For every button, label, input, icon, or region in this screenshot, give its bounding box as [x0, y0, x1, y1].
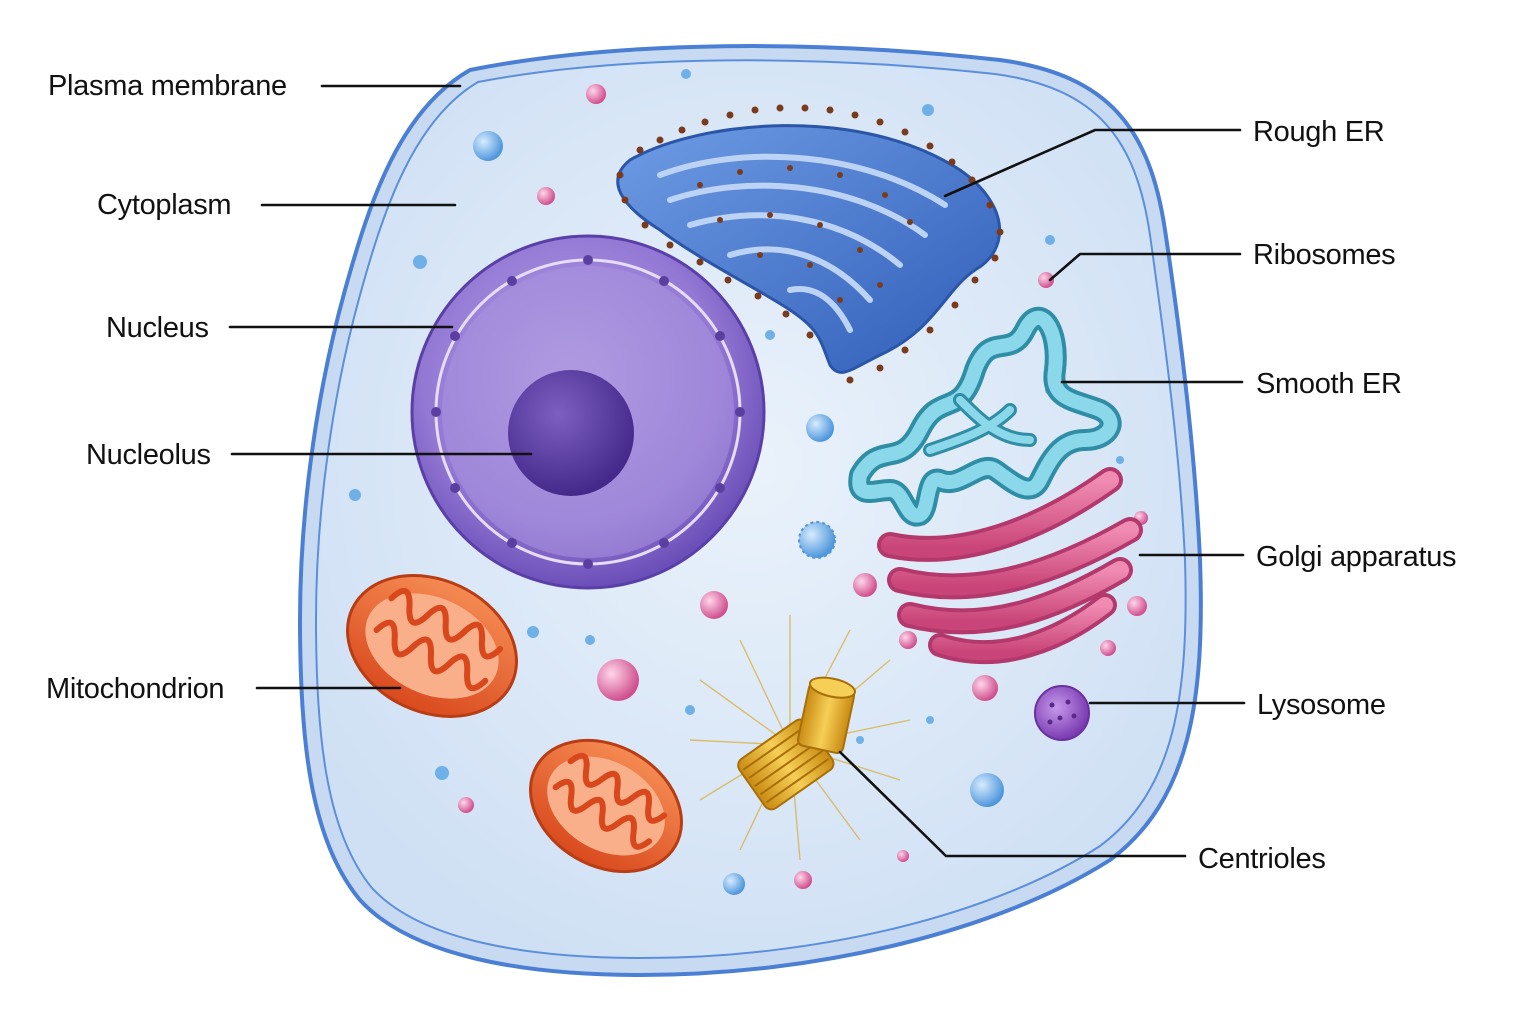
label-plasma-membrane: Plasma membrane [48, 70, 287, 102]
label-smooth-er: Smooth ER [1256, 368, 1402, 400]
smooth-er [848, 307, 1122, 527]
mitochondrion-2 [529, 738, 683, 874]
centrioles [689, 615, 911, 861]
label-rough-er: Rough ER [1253, 116, 1384, 148]
nucleolus [508, 370, 634, 496]
leader-rough-er [943, 128, 1242, 198]
label-nucleus: Nucleus [106, 312, 209, 344]
mitochondrion-1 [346, 574, 518, 718]
lysosome [1034, 685, 1090, 741]
leader-centrioles [838, 750, 1187, 858]
ribosome-dots [616, 104, 1004, 384]
label-lysosome: Lysosome [1257, 689, 1386, 721]
label-nucleolus: Nucleolus [86, 439, 211, 471]
leader-ribosomes [1048, 252, 1242, 282]
rough-er [616, 104, 1004, 384]
label-mitochondrion: Mitochondrion [46, 673, 224, 705]
labels: Plasma membrane Cytoplasm Nucleus Nucleo… [46, 70, 1457, 875]
label-golgi-apparatus: Golgi apparatus [1256, 541, 1456, 573]
leader-lines [228, 84, 1246, 858]
cytoplasm-vesicles [349, 69, 1148, 895]
nuclear-pores [431, 255, 745, 569]
label-cytoplasm: Cytoplasm [97, 189, 231, 221]
centriole-b [796, 676, 857, 754]
nucleus [410, 234, 766, 590]
label-ribosomes: Ribosomes [1253, 239, 1395, 271]
label-centrioles: Centrioles [1198, 843, 1326, 875]
golgi-apparatus [877, 467, 1143, 665]
